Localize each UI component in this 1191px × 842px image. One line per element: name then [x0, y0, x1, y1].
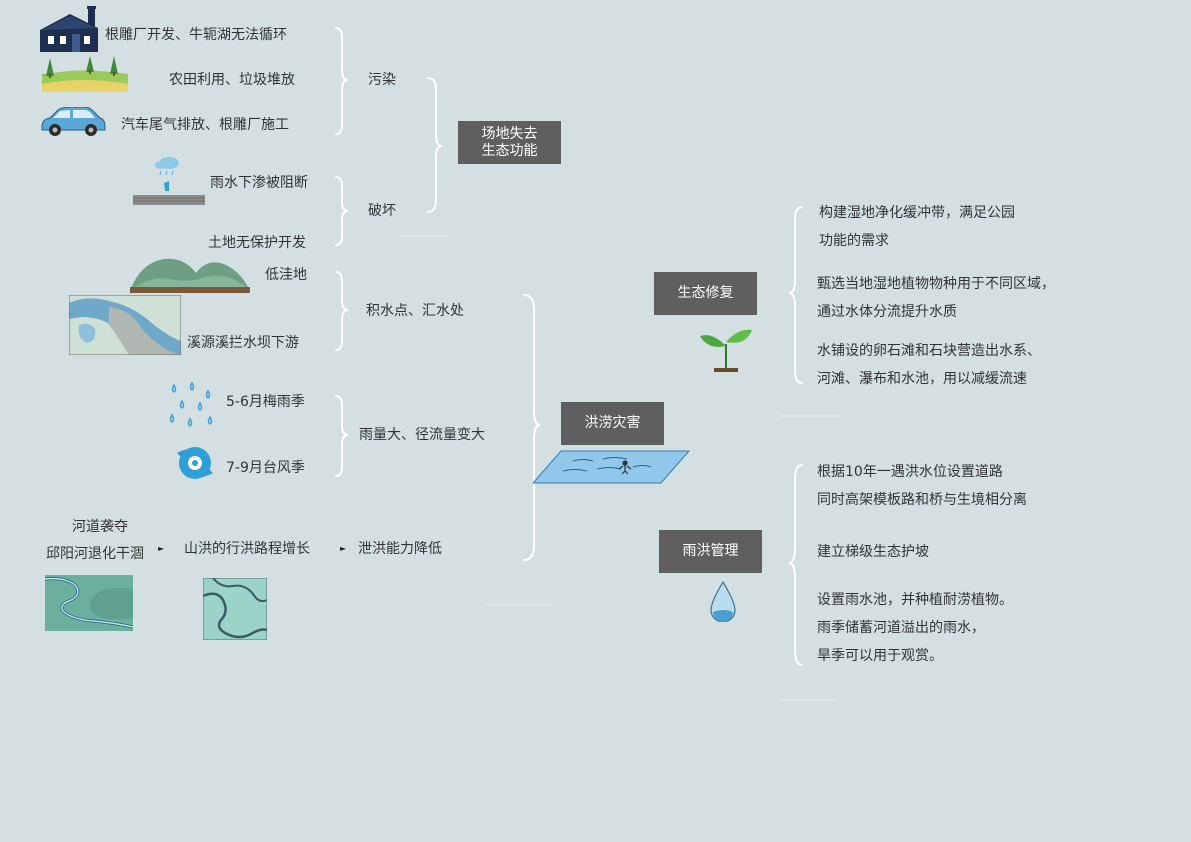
river-end: 泄洪能力降低: [358, 541, 442, 557]
damage-item-2: 土地无保护开发: [208, 235, 306, 251]
damage-brace: [335, 176, 349, 246]
storm-item-5: 雨季储蓄河道溢出的雨水，: [817, 620, 985, 636]
eco-item-6: 河滩、瀑布和水池，用以减缓流速: [817, 371, 1027, 387]
eco-item-4: 通过水体分流提升水质: [817, 304, 957, 320]
river-item-1: 河道袭夺: [72, 519, 128, 535]
raindrops-icon: [169, 381, 213, 427]
map-icon: [69, 295, 181, 355]
storm-brace: [788, 464, 803, 666]
waterlog-item-2: 溪源溪拦水坝下游: [187, 335, 299, 351]
flood-brace: [523, 294, 541, 561]
rain-ground-icon: [133, 157, 205, 205]
waterlog-label: 积水点、汇水处: [366, 303, 464, 319]
eco-item-5: 水铺设的卵石滩和石块营造出水系、: [817, 343, 1041, 359]
river-mid: 山洪的行洪路程增长: [184, 541, 310, 557]
node-flood-disaster-label: 洪涝灾害: [584, 415, 641, 431]
node-flood-disaster: 洪涝灾害: [561, 402, 664, 445]
node-storm-mgmt: 雨洪管理: [659, 530, 762, 573]
storm-item-4: 设置雨水池，并种植耐涝植物。: [817, 592, 1013, 608]
pollution-item-2: 农田利用、垃圾堆放: [169, 72, 295, 88]
sprout-icon: [700, 329, 752, 372]
river-icon: [45, 575, 133, 631]
node-site-loss: 场地失去 生态功能: [458, 121, 561, 164]
car-icon: [41, 107, 106, 136]
waterlog-item-1: 低洼地: [265, 267, 307, 283]
typhoon-icon: [177, 447, 213, 479]
damage-label: 破坏: [368, 203, 396, 219]
arrow-bullet: ►: [158, 544, 165, 553]
hills-icon: [130, 258, 250, 293]
river-map-icon: [203, 578, 267, 640]
storm-item-6: 旱季可以用于观赏。: [817, 648, 943, 664]
rain-item-1: 5-6月梅雨季: [226, 394, 305, 410]
storm-item-1: 根据10年一遇洪水位设置道路: [817, 464, 1003, 480]
pollution-label: 污染: [368, 72, 396, 88]
arrow-bullet: ►: [340, 544, 347, 553]
node-eco-repair: 生态修复: [654, 272, 757, 315]
node-site-loss-label: 场地失去 生态功能: [481, 125, 538, 159]
site-loss-brace: [427, 77, 443, 213]
node-eco-repair-label: 生态修复: [677, 285, 734, 301]
factory-icon: [40, 6, 98, 52]
eco-repair-brace: [788, 206, 803, 384]
pollution-item-1: 根雕厂开发、牛轭湖无法循环: [105, 27, 287, 43]
pollution-brace: [335, 27, 349, 135]
flood-icon: [533, 450, 691, 484]
storm-item-3: 建立梯级生态护坡: [817, 544, 929, 560]
farmland-icon: [42, 56, 128, 92]
damage-item-1: 雨水下渗被阻断: [210, 175, 308, 191]
node-storm-mgmt-label: 雨洪管理: [682, 543, 739, 559]
waterlog-brace: [335, 271, 349, 351]
rain-brace: [335, 395, 349, 477]
eco-item-3: 甄选当地湿地植物物种用于不同区域，: [817, 276, 1055, 292]
eco-item-2: 功能的需求: [819, 233, 889, 249]
rain-label: 雨量大、径流量变大: [359, 427, 485, 443]
storm-item-2: 同时高架模板路和桥与生境相分离: [817, 492, 1027, 508]
rain-item-2: 7-9月台风季: [226, 460, 305, 476]
eco-item-1: 构建湿地净化缓冲带，满足公园: [819, 205, 1015, 221]
water-drop-icon: [710, 580, 736, 622]
pollution-item-3: 汽车尾气排放、根雕厂施工: [121, 117, 289, 133]
river-item-2: 邱阳河退化干涸: [46, 546, 144, 562]
